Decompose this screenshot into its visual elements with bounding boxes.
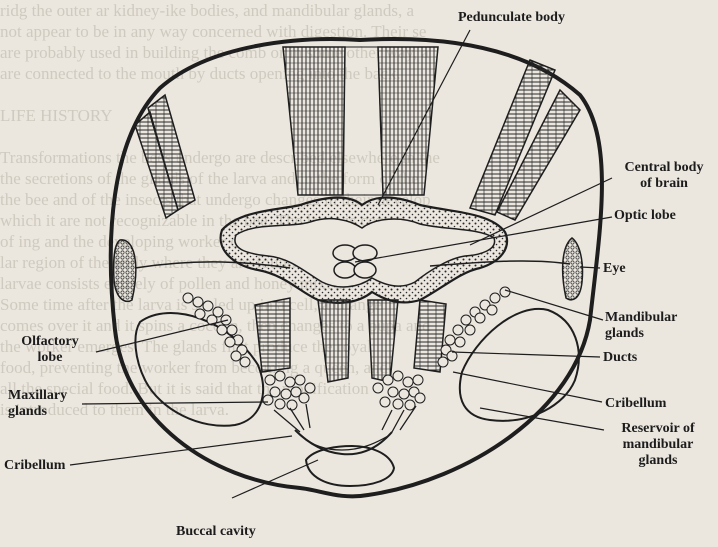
- label-olfactory-line2: lobe: [6, 350, 94, 366]
- right-reservoir: [460, 309, 579, 421]
- right-eye: [563, 238, 583, 300]
- left-mandibular-glands: [183, 293, 250, 367]
- label-maxillary-line2: glands: [8, 404, 67, 420]
- label-olfactory-line1: Olfactory: [6, 334, 94, 350]
- label-mandibular-glands-line1: Mandibular: [605, 310, 677, 326]
- label-buccal-cavity: Buccal cavity: [176, 524, 256, 540]
- label-reservoir-line3: glands: [604, 453, 712, 469]
- pedunculate-column: [283, 47, 438, 195]
- label-cribellum-left: Cribellum: [4, 458, 65, 474]
- label-central-body-line2: of brain: [612, 176, 716, 192]
- label-cribellum-right: Cribellum: [605, 396, 666, 412]
- label-central-body: Central body of brain: [612, 160, 716, 192]
- left-upper-muscle: [135, 95, 195, 218]
- label-reservoir-line2: mandibular: [604, 437, 712, 453]
- label-mandibular-glands: Mandibular glands: [605, 310, 677, 342]
- label-olfactory-lobe: Olfactory lobe: [6, 334, 94, 366]
- label-maxillary-line1: Maxillary: [8, 388, 67, 404]
- label-optic-lobe: Optic lobe: [614, 208, 676, 224]
- right-mandibular-glands: [438, 287, 510, 367]
- buccal-cavity: [306, 446, 394, 486]
- left-reservoir: [135, 313, 263, 426]
- label-pedunculate-body: Pedunculate body: [458, 10, 565, 26]
- label-mandibular-glands-line2: glands: [605, 326, 677, 342]
- left-eye: [114, 240, 136, 301]
- lower-muscles: [255, 298, 446, 382]
- label-reservoir: Reservoir of mandibular glands: [604, 421, 712, 469]
- label-reservoir-line1: Reservoir of: [604, 421, 712, 437]
- label-eye: Eye: [603, 261, 626, 277]
- label-maxillary-glands: Maxillary glands: [8, 388, 67, 420]
- label-ducts: Ducts: [603, 350, 637, 366]
- label-central-body-line1: Central body: [612, 160, 716, 176]
- left-maxillary-glands: [263, 371, 315, 432]
